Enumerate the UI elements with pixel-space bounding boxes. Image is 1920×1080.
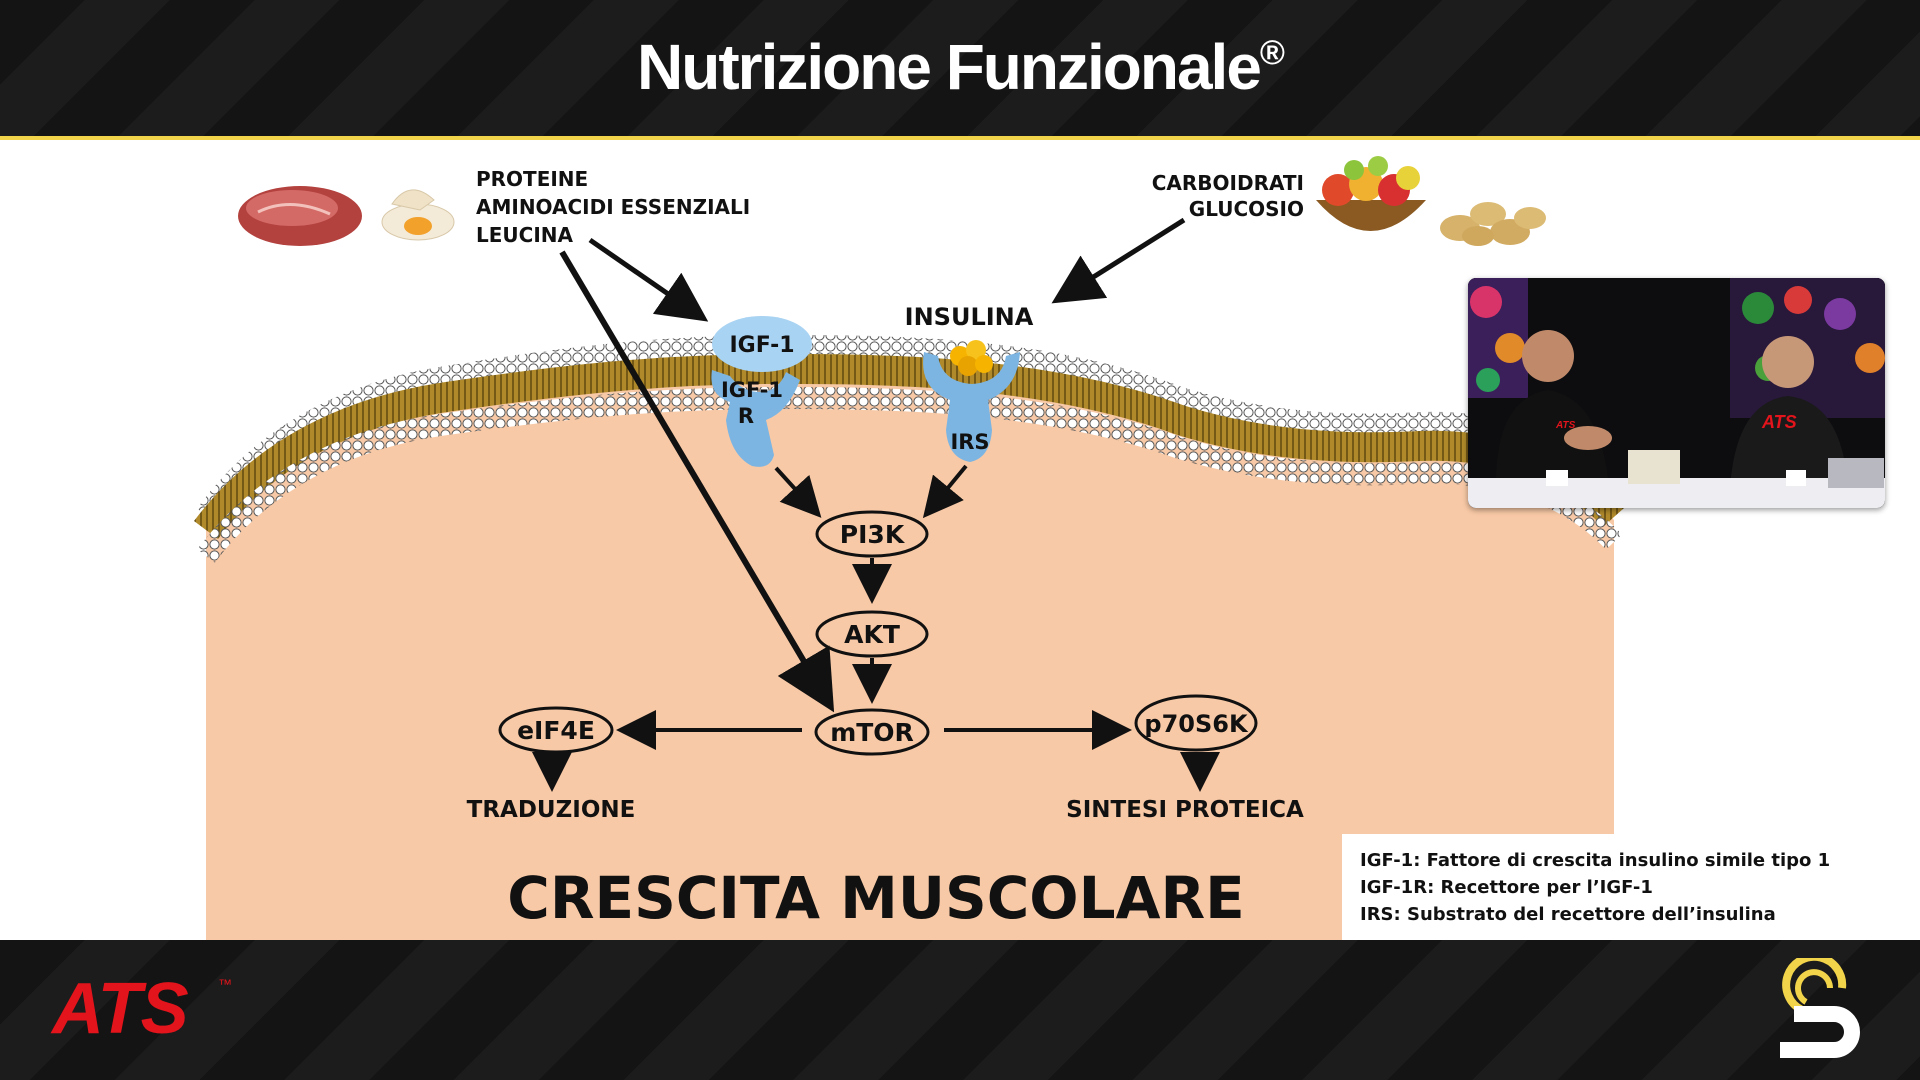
footer-bar bbox=[0, 940, 1920, 1080]
svg-text:ATS: ATS bbox=[1555, 420, 1576, 431]
mtor-node bbox=[814, 708, 930, 756]
insulin-molecule bbox=[950, 340, 993, 376]
arrow-igf1r-to-pi3k bbox=[774, 466, 822, 518]
legend-item: IGF-1: Fattore di crescita insulino simi… bbox=[1360, 850, 1831, 871]
traduzione-label: TRADUZIONE bbox=[467, 797, 636, 823]
header-bar bbox=[0, 0, 1920, 136]
akt-label: AKT bbox=[844, 620, 900, 649]
arrow-carb-to-insulin bbox=[1051, 217, 1186, 304]
arrow-protein-to-igf1 bbox=[588, 237, 709, 322]
legend-box: IGF-1: Fattore di crescita insulino simi… bbox=[1342, 834, 1902, 940]
legend-item: IGF-1R: Recettore per l’IGF-1 bbox=[1360, 877, 1653, 898]
pi3k-label: PI3K bbox=[840, 520, 906, 549]
ats-trademark: ™ bbox=[218, 976, 232, 992]
egg-icon bbox=[381, 189, 455, 241]
arrow-leucina-to-mtor bbox=[559, 250, 835, 713]
s-brand-logo-icon bbox=[1780, 958, 1860, 1058]
fruit-basket-icon bbox=[1316, 156, 1426, 231]
muscle-growth-diagram: PROTEINE AMINOACIDI ESSENZIALI LEUCINA C… bbox=[194, 156, 1626, 940]
svg-text:ATS: ATS bbox=[1761, 412, 1797, 432]
igf1r-label-line1: IGF-1 bbox=[721, 378, 783, 402]
potatoes-icon bbox=[1440, 202, 1546, 246]
p70s6k-label: p70S6K bbox=[1144, 710, 1249, 738]
protein-label-3: LEUCINA bbox=[476, 223, 574, 247]
irs-label: IRS bbox=[950, 430, 989, 454]
legend-item: IRS: Substrato del recettore dell’insuli… bbox=[1360, 904, 1776, 925]
sintesi-label: SINTESI PROTEICA bbox=[1066, 797, 1304, 823]
video-inset[interactable]: ATS ATS bbox=[1468, 278, 1885, 508]
protein-label-1: PROTEINE bbox=[476, 167, 588, 191]
insulin-receptor bbox=[923, 352, 1020, 462]
igf1-ligand bbox=[712, 316, 812, 372]
carb-label-2: GLUCOSIO bbox=[1189, 197, 1304, 221]
ats-logo: ATS bbox=[52, 969, 189, 1049]
insulin-label: INSULINA bbox=[905, 303, 1034, 331]
protein-label-2: AMINOACIDI ESSENZIALI bbox=[476, 195, 750, 219]
akt-node bbox=[815, 610, 929, 658]
registered-mark: ® bbox=[1259, 34, 1285, 72]
p70s6k-node bbox=[1134, 694, 1258, 752]
mtor-label: mTOR bbox=[830, 718, 914, 747]
video-scene: ATS ATS bbox=[1468, 278, 1885, 508]
igf1-label: IGF-1 bbox=[729, 333, 794, 358]
eif4e-label: eIF4E bbox=[517, 716, 595, 745]
igf1r-label-line2: R bbox=[738, 404, 754, 428]
page-title: Nutrizione Funzionale® bbox=[0, 30, 1920, 104]
membrane-outer-layer bbox=[197, 334, 1623, 522]
header-accent-line bbox=[0, 136, 1920, 140]
pi3k-node bbox=[815, 510, 929, 558]
membrane-inner-layer bbox=[197, 386, 1623, 563]
title-text: Nutrizione Funzionale bbox=[637, 31, 1262, 103]
cell-body bbox=[206, 371, 1614, 940]
arrow-irs-to-pi3k bbox=[922, 464, 968, 519]
carb-label-1: CARBOIDRATI bbox=[1152, 171, 1304, 195]
main-diagram-title: CRESCITA MUSCOLARE bbox=[507, 864, 1245, 932]
meat-icon bbox=[238, 186, 362, 246]
igf1-receptor bbox=[711, 370, 800, 467]
